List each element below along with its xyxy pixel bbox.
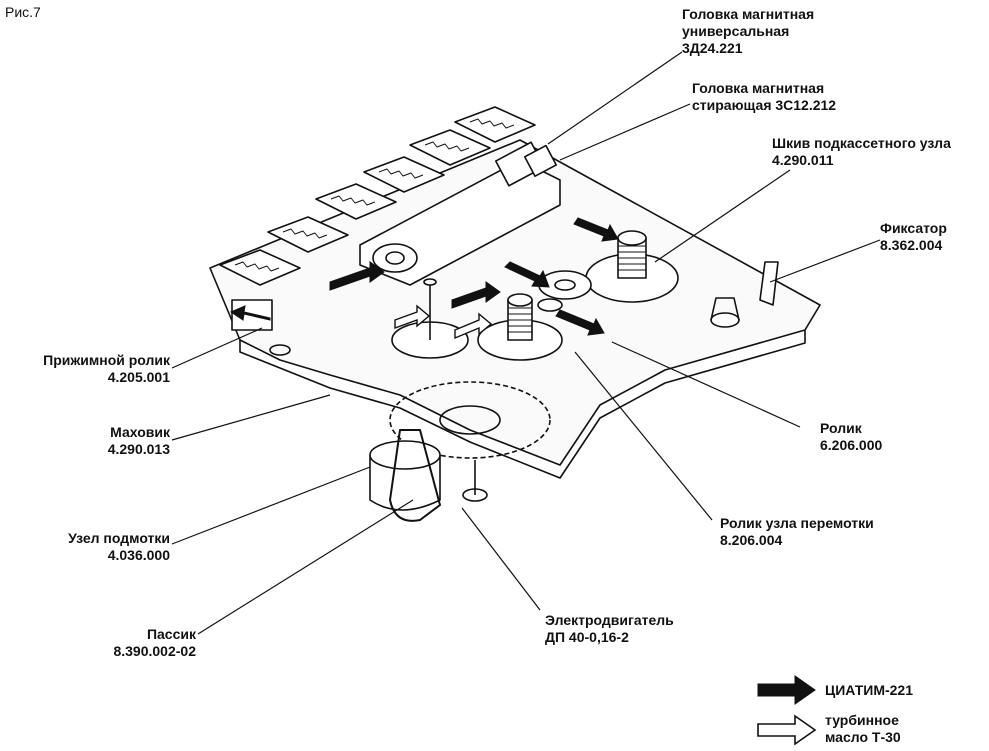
label-cassette-pulley: Шкив подкассетного узла 4.290.011 (772, 135, 951, 168)
label-latch: Фиксатор 8.362.004 (880, 220, 947, 253)
legend-oil-arrow (757, 714, 817, 746)
label-pinch-roller: Прижимной ролик 4.205.001 (43, 352, 170, 385)
label-universal-head: Головка магнитная универсальная 3Д24.221 (682, 6, 815, 56)
leader-lines (171, 51, 881, 635)
fixator (759, 261, 779, 306)
key-row (219, 106, 536, 286)
label-erase-head: Головка магнитная стирающая 3С12.212 (692, 80, 837, 113)
key-springs (234, 118, 515, 272)
flywheel-hub (439, 405, 501, 435)
legend-oil-label: турбинное масло Т-30 (825, 712, 901, 745)
label-motor: Электродвигатель ДП 40-0,16-2 (545, 612, 674, 645)
label-roller: Ролик 6.206.000 (820, 420, 883, 453)
chassis-edge (239, 330, 806, 479)
label-belt: Пассик 8.390.002-02 (113, 626, 196, 659)
small-roller (537, 298, 563, 312)
legend-grease-arrow (757, 675, 816, 705)
flywheel-disc (389, 381, 551, 459)
legend-grease-label: ЦИАТИМ-221 (825, 682, 913, 698)
erase-head (523, 144, 558, 178)
fixator-post (710, 312, 740, 328)
figure-label: Рис.7 (5, 4, 41, 20)
label-take-up-unit: Узел подмотки 4.036.000 (68, 530, 170, 563)
label-rewind-roller: Ролик узла перемотки 8.206.004 (720, 515, 874, 548)
grease-arrows (229, 217, 619, 336)
label-flywheel: Маховик 4.290.013 (107, 424, 170, 457)
drive-belt (389, 429, 441, 522)
oil-arrows (394, 304, 493, 340)
pinch-roller-body (372, 243, 418, 273)
